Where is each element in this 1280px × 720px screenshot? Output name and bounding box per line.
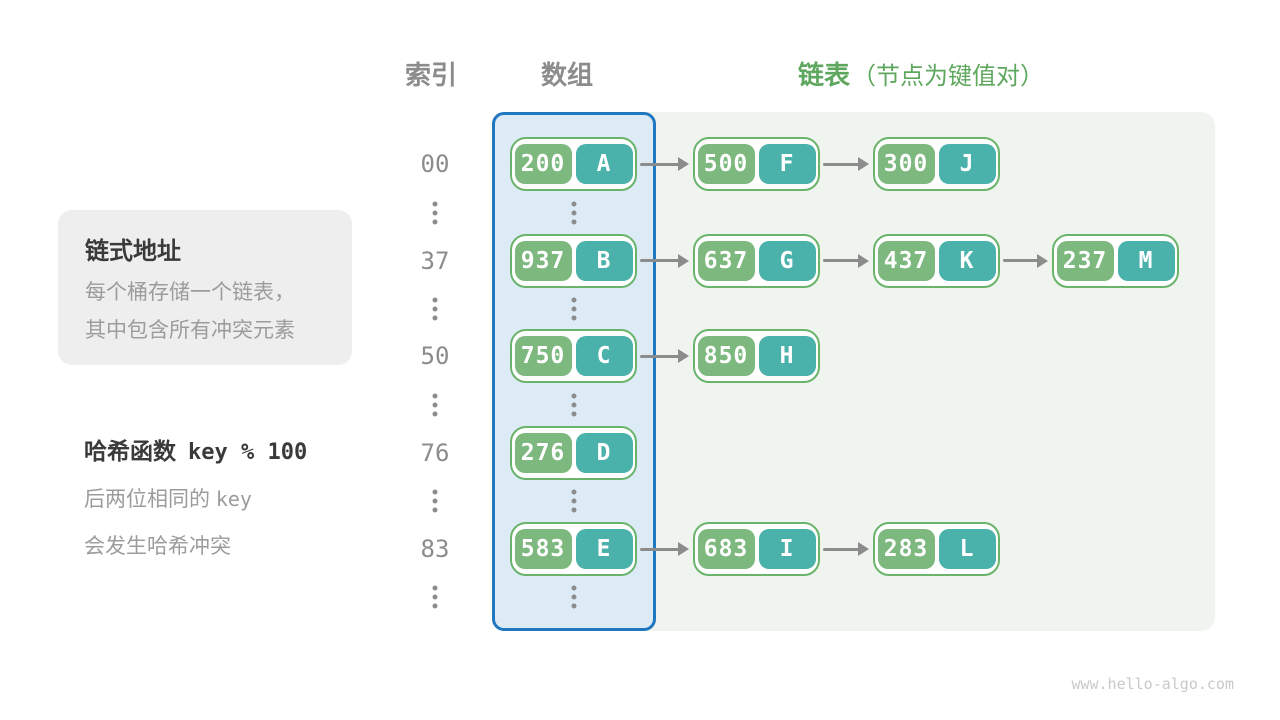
node-value: F — [758, 144, 816, 184]
node-value: C — [575, 336, 633, 376]
index-label: 76 — [420, 438, 450, 467]
header-array: 数组 — [541, 60, 594, 90]
node-key: 437 — [877, 240, 935, 281]
info-box-title: 链式地址 — [85, 238, 181, 265]
node-value: M — [1117, 240, 1175, 281]
node-key: 937 — [514, 240, 572, 281]
ellipsis-dots — [432, 297, 438, 320]
node-value: E — [575, 529, 633, 569]
chaining-info-box: 链式地址 每个桶存储一个链表， 其中包含所有冲突元素 — [58, 210, 352, 365]
hash-function-label: 哈希函数 — [84, 438, 176, 464]
arrow-connector — [640, 253, 689, 269]
ellipsis-dots — [432, 393, 438, 416]
node-key: 276 — [514, 432, 572, 473]
header-index: 索引 — [405, 60, 458, 90]
node-key: 200 — [514, 144, 572, 184]
ellipsis-dots — [571, 297, 576, 320]
node-value: J — [938, 144, 996, 184]
arrow-shaft — [640, 547, 680, 551]
index-label: 50 — [420, 342, 450, 370]
node-value: A — [575, 144, 633, 184]
arrow-connector — [1003, 253, 1048, 269]
node-key: 850 — [697, 336, 755, 376]
node-value: D — [575, 432, 633, 473]
watermark: www.hello-algo.com — [1071, 675, 1234, 693]
node-key: 750 — [514, 336, 572, 376]
index-label: 83 — [420, 535, 450, 563]
header-linked-list: 链表 （节点为键值对） — [798, 55, 1044, 92]
node-key: 683 — [697, 529, 755, 569]
hash-note-line-2: 会发生哈希冲突 — [84, 535, 231, 558]
header-linked-list-label: 链表 — [798, 60, 851, 90]
info-box-line-1: 每个桶存储一个链表， — [85, 281, 295, 304]
node-key: 300 — [877, 144, 935, 184]
arrow-shaft — [823, 259, 860, 262]
ellipsis-dots — [432, 489, 438, 512]
index-label: 37 — [420, 246, 450, 275]
arrow-shaft — [823, 162, 860, 166]
node-value: K — [938, 240, 996, 281]
ellipsis-dots — [432, 201, 438, 224]
arrow-connector — [823, 541, 869, 557]
ellipsis-dots — [571, 585, 576, 609]
node-key: 283 — [877, 529, 935, 569]
node-value: H — [758, 336, 816, 376]
node-key: 583 — [514, 529, 572, 569]
arrow-shaft — [1003, 259, 1039, 262]
arrow-connector — [640, 541, 689, 557]
node-value: B — [575, 240, 633, 281]
arrow-connector — [823, 156, 869, 172]
header-linked-list-note: （节点为键值对） — [852, 63, 1045, 90]
hash-note-line-1: 后两位相同的 key — [84, 487, 252, 511]
index-label: 00 — [420, 150, 450, 178]
ellipsis-dots — [571, 201, 576, 224]
node-value: G — [758, 240, 816, 281]
hash-function-code: key % 100 — [188, 440, 308, 465]
arrow-shaft — [640, 354, 680, 358]
node-key: 500 — [697, 144, 755, 184]
node-key: 637 — [697, 240, 755, 281]
arrow-shaft — [823, 547, 860, 551]
arrow-shaft — [640, 259, 680, 262]
arrow-connector — [823, 253, 869, 269]
hash-function-title: 哈希函数 key % 100 — [84, 432, 307, 466]
hash-function-note: 哈希函数 key % 100 后两位相同的 key 会发生哈希冲突 — [84, 432, 307, 560]
ellipsis-dots — [432, 585, 438, 609]
node-value: I — [758, 529, 816, 569]
info-box-line-2: 其中包含所有冲突元素 — [85, 319, 295, 342]
ellipsis-dots — [571, 489, 576, 512]
node-key: 237 — [1056, 240, 1114, 281]
arrow-connector — [640, 156, 689, 172]
arrow-connector — [640, 348, 689, 364]
ellipsis-dots — [571, 393, 576, 416]
arrow-shaft — [640, 162, 680, 166]
node-value: L — [938, 529, 996, 569]
